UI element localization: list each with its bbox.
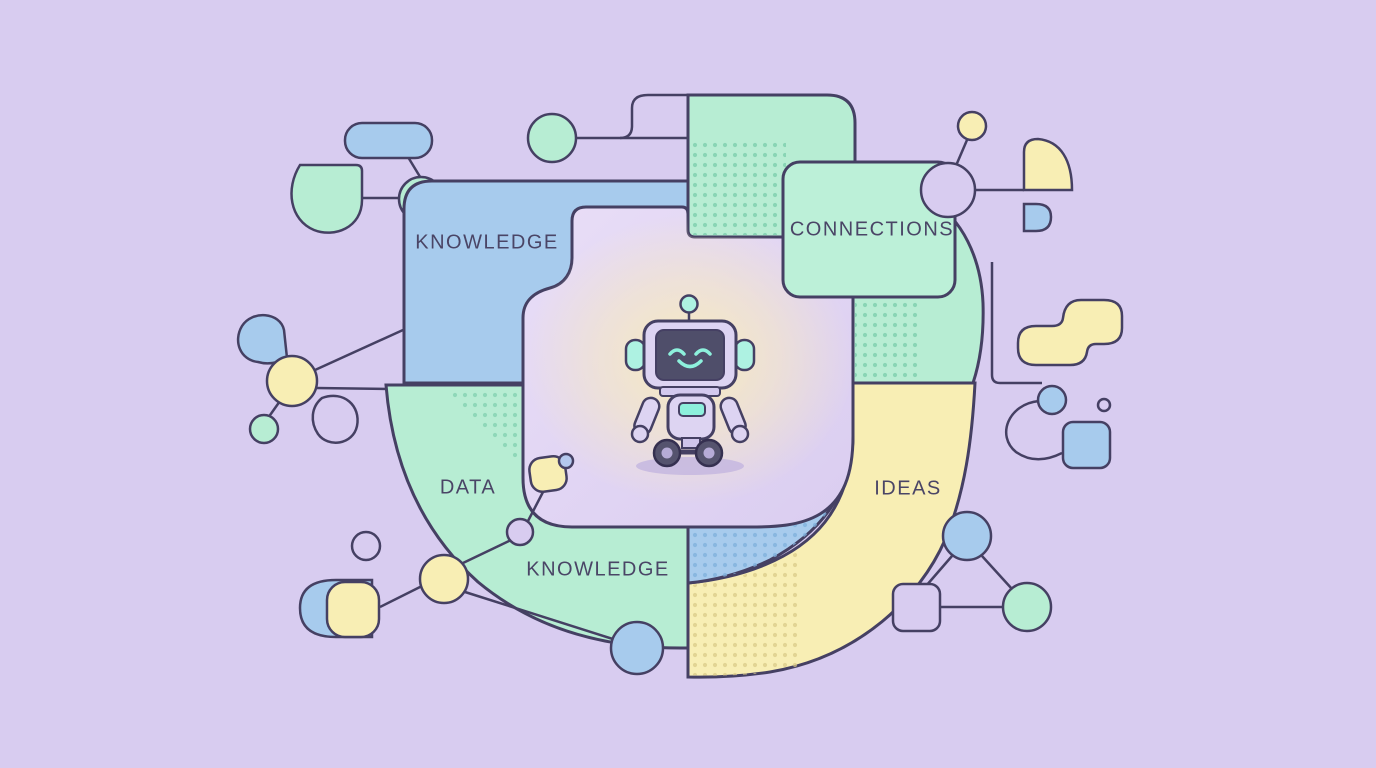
robot-screen [655,329,725,381]
outline-node-circle [1096,397,1112,413]
node-graph-left [236,313,404,445]
label-data: DATA [439,476,497,499]
robot-antenna-ball [679,294,699,314]
green-dots-corner [442,387,536,478]
blue-half-shape [1022,202,1053,233]
blue-node-circle [557,452,575,470]
outline-node-circle [350,530,382,562]
blue-pill-shape [343,121,434,160]
robot-smile [677,359,703,369]
node-graph-bottom-left [298,452,665,676]
robot-mascot [624,294,756,475]
robot-ear-left [624,338,647,372]
yellow-node-circle [956,110,988,142]
mint-node-circle [526,112,578,164]
mint-node-circle [248,413,280,445]
label-knowledge-bottom: KNOWLEDGE [526,558,670,581]
mint-dots-top [690,140,786,235]
node-graph-right [781,110,1124,470]
robot-shadow [636,457,744,475]
robot-ear-right [733,338,756,372]
yellow-cloud-shape [1016,298,1124,367]
yellow-hub-circle [418,553,470,605]
lavender-square-node [891,582,942,633]
outline-teardrop-shape [311,394,359,444]
blue-teardrop-shape [236,313,289,365]
blue-square-node [1061,420,1112,470]
yellow-quarter-shape [1022,137,1074,192]
node-graph-top-center [526,93,688,164]
robot-hand-right [730,424,750,444]
robot-hand-left [630,424,650,444]
robot-eye-right [694,348,712,356]
blue-node-circle [609,620,665,676]
connections-card [781,160,957,299]
mint-teardrop-shape [290,163,364,234]
robot-wheel-right-hub [703,447,715,459]
yellow-hub-circle [265,354,319,408]
blue-node-circle [941,510,993,562]
lavender-node-circle [919,161,977,219]
blue-lens-dots [688,438,853,583]
yellow-square-shape [325,580,381,639]
robot-eye-left [668,348,686,356]
blue-node-circle [1036,384,1068,416]
mint-dots-right [855,300,919,381]
robot-wheel-left-hub [661,447,673,459]
label-connections: CONNECTIONS [789,218,955,241]
label-ideas: IDEAS [874,477,942,500]
lavender-node-circle [505,517,535,547]
mint-node-circle [1001,581,1053,633]
robot-chest-badge [678,402,706,417]
yellow-square-node [528,454,568,494]
label-knowledge-top: KNOWLEDGE [415,231,559,254]
node-graph-bottom-right [891,510,1053,633]
yellow-dots-corner [690,550,800,676]
